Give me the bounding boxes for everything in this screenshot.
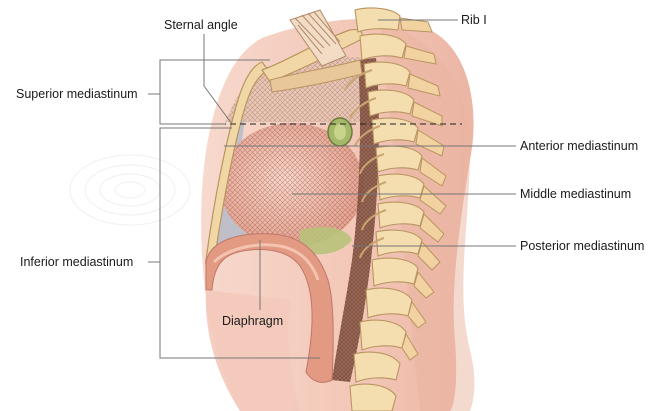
label-superior-mediastinum: Superior mediastinum	[16, 87, 138, 101]
label-posterior-mediastinum: Posterior mediastinum	[520, 239, 644, 253]
watermark-swirl	[70, 155, 190, 225]
label-sternal-angle: Sternal angle	[164, 18, 238, 32]
abdominal-wall	[206, 290, 300, 411]
label-rib-i: Rib I	[461, 13, 487, 27]
label-anterior-mediastinum: Anterior mediastinum	[520, 139, 638, 153]
label-middle-mediastinum: Middle mediastinum	[520, 187, 631, 201]
label-diaphragm: Diaphragm	[222, 314, 283, 328]
label-inferior-mediastinum: Inferior mediastinum	[20, 255, 133, 269]
